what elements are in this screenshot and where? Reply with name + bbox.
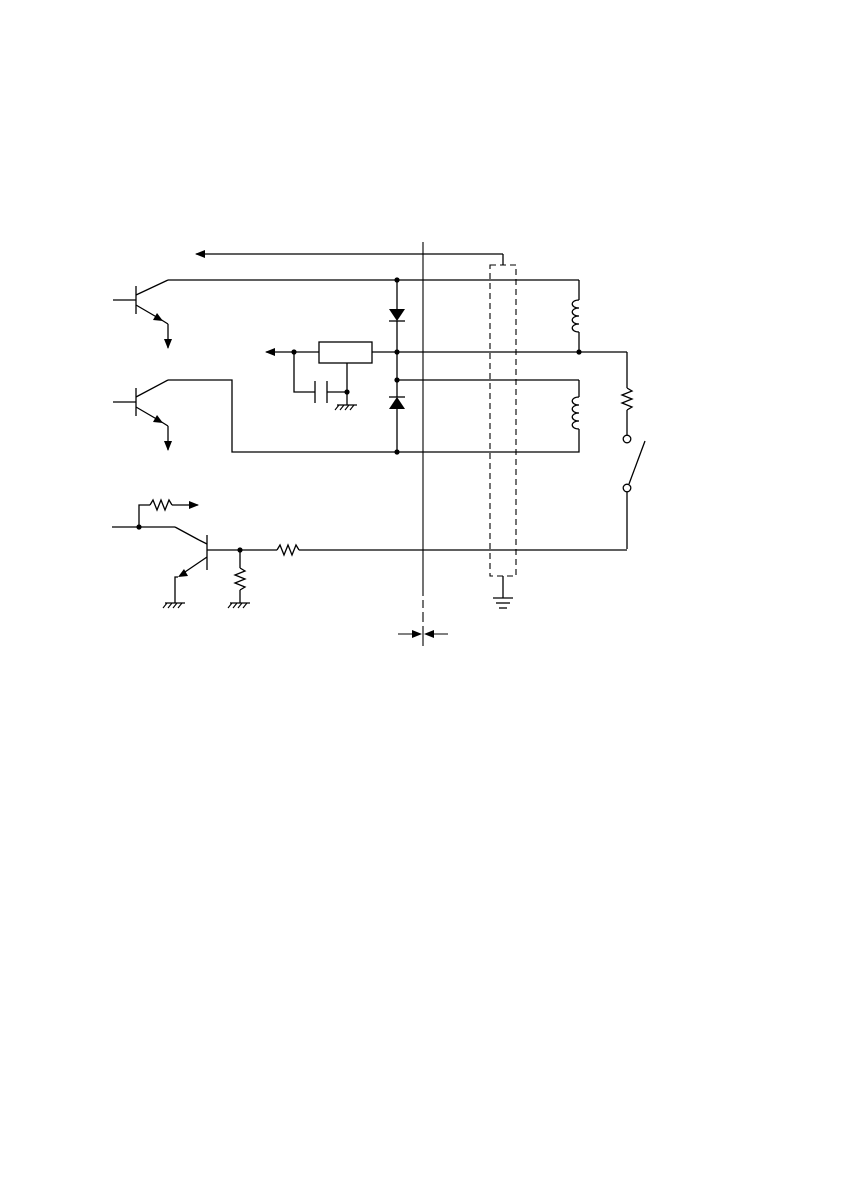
coil-upper-icon xyxy=(572,280,579,352)
diode-lower-icon xyxy=(389,380,405,452)
wire-common-line xyxy=(372,349,627,393)
switch-icon xyxy=(623,435,645,549)
transistor-q1-icon xyxy=(113,280,168,348)
diode-upper-icon xyxy=(389,280,405,352)
transistor-q2-icon xyxy=(113,380,168,450)
feedback-signal-arrow xyxy=(196,254,503,265)
wire-q1-collector xyxy=(168,277,579,282)
resistor-pulldown-icon xyxy=(228,547,250,608)
resistor-line-icon xyxy=(240,545,627,555)
wire-q2-collector xyxy=(168,380,579,455)
coil-lower-icon xyxy=(572,393,579,429)
resistor-base-icon xyxy=(136,500,198,530)
regulator-block xyxy=(266,342,372,363)
chassis-ground-q3-icon xyxy=(163,603,185,608)
earth-ground-icon xyxy=(493,576,513,608)
resistor-coil-series-icon xyxy=(622,352,632,435)
chassis-ground-icon xyxy=(335,405,357,410)
shielded-cable xyxy=(490,265,516,576)
transistor-q3-icon xyxy=(112,527,240,603)
